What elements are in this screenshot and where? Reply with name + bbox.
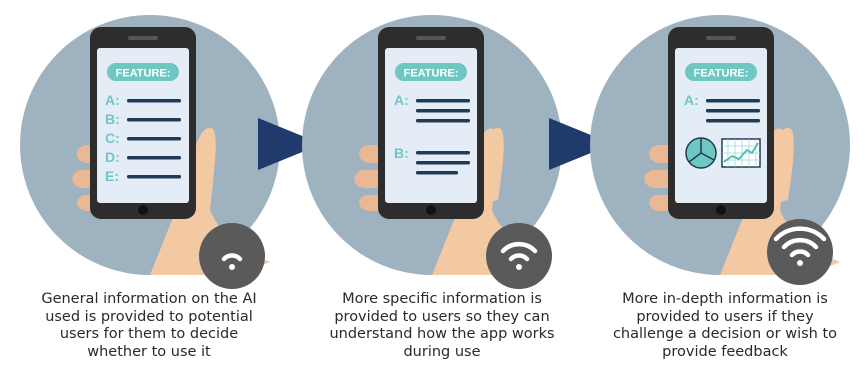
panel-3: FEATURE: A: xyxy=(590,15,850,285)
panel-3-wifi-icon xyxy=(773,226,827,258)
caption-3-line: challenge a decision or wish to xyxy=(612,326,838,342)
panel-2-line-b1 xyxy=(416,151,470,155)
panel-1-hand xyxy=(150,128,270,275)
panel-2-phone-speaker xyxy=(416,36,446,40)
caption-3-line: provided to users if they xyxy=(636,308,814,325)
caption-1-line: whether to use it xyxy=(87,343,211,360)
caption-2: More specific information is provided to… xyxy=(317,291,567,361)
panel-2-item-a: A: xyxy=(394,92,409,108)
panel-2-feature-pill xyxy=(395,63,467,81)
panel-3-fingers xyxy=(644,145,668,211)
panel-1-item-b: B: xyxy=(105,111,120,127)
panel-2-line-a1 xyxy=(416,99,470,103)
caption-1: General information on the AI used is pr… xyxy=(24,291,274,361)
panel-3-home-button xyxy=(716,205,726,215)
panel-2-wifi-icon xyxy=(500,241,538,262)
arrow-right-icon-1 xyxy=(258,118,322,170)
panel-1-item-e: E: xyxy=(105,168,119,184)
panel-2-fingers xyxy=(354,145,378,211)
panel-1-home-button xyxy=(138,205,148,215)
panel-3-item-a: A: xyxy=(684,92,699,108)
panel-3-feature-label: FEATURE: xyxy=(694,68,749,80)
caption-1-line: users for them to decide xyxy=(59,326,239,342)
pie-chart-icon xyxy=(685,137,717,169)
panel-2-wifi-dot xyxy=(516,264,522,270)
panel-2-line-a2 xyxy=(416,109,470,113)
panel-2-line-b3 xyxy=(416,171,458,175)
panel-1-item-c: C: xyxy=(105,130,120,146)
line-chart-icon xyxy=(721,138,761,168)
panel-3-line-a1 xyxy=(706,99,760,103)
panel-3-feature-pill xyxy=(685,63,757,81)
panel-3-wifi-dot xyxy=(797,260,803,266)
panel-1-wifi-icon xyxy=(221,253,243,262)
caption-3-line: provide feedback xyxy=(662,343,788,360)
caption-2-line: during use xyxy=(403,343,481,360)
arrow-right-icon-2 xyxy=(549,118,613,170)
panel-1-line-e xyxy=(127,175,181,179)
panel-3-line-a2 xyxy=(706,109,760,113)
caption-2-line: More specific information is xyxy=(342,291,542,307)
panel-2-thumb xyxy=(484,127,504,203)
panel-2-home-button xyxy=(426,205,436,215)
panel-1: FEATURE: A: B: C: D: E: xyxy=(20,15,280,289)
panel-2: FEATURE: A: B: xyxy=(302,15,562,289)
panel-1-feature-pill xyxy=(107,63,179,81)
panel-1-line-c xyxy=(127,137,181,141)
panel-1-line-b xyxy=(127,118,181,122)
panel-1-screen xyxy=(97,48,189,203)
panel-2-line-a3 xyxy=(416,119,470,123)
panel-1-item-a: A: xyxy=(105,92,120,108)
caption-2-line: understand how the app works xyxy=(329,326,555,342)
caption-3-line: More in-depth information is xyxy=(622,291,828,307)
panel-1-item-d: D: xyxy=(105,149,120,165)
caption-3: More in-depth information is provided to… xyxy=(600,291,850,361)
panel-2-item-b: B: xyxy=(394,145,409,161)
panel-1-phone-speaker xyxy=(128,36,158,40)
panel-1-feature-label: FEATURE: xyxy=(116,68,171,80)
panel-1-thumb xyxy=(196,127,216,203)
panel-3-thumb xyxy=(774,127,794,203)
panel-2-hand xyxy=(432,128,552,275)
panel-3-phone-speaker xyxy=(706,36,736,40)
panel-3-line-a3 xyxy=(706,119,760,123)
panel-2-line-b2 xyxy=(416,161,470,165)
panel-1-wifi-dot xyxy=(229,264,235,270)
panel-1-line-d xyxy=(127,156,181,160)
panel-2-feature-label: FEATURE: xyxy=(404,68,459,80)
caption-2-line: provided to users so they can xyxy=(334,308,550,325)
caption-1-line: General information on the AI xyxy=(41,291,257,307)
caption-1-line: used is provided to potential xyxy=(45,308,253,325)
panel-1-line-a xyxy=(127,99,181,103)
